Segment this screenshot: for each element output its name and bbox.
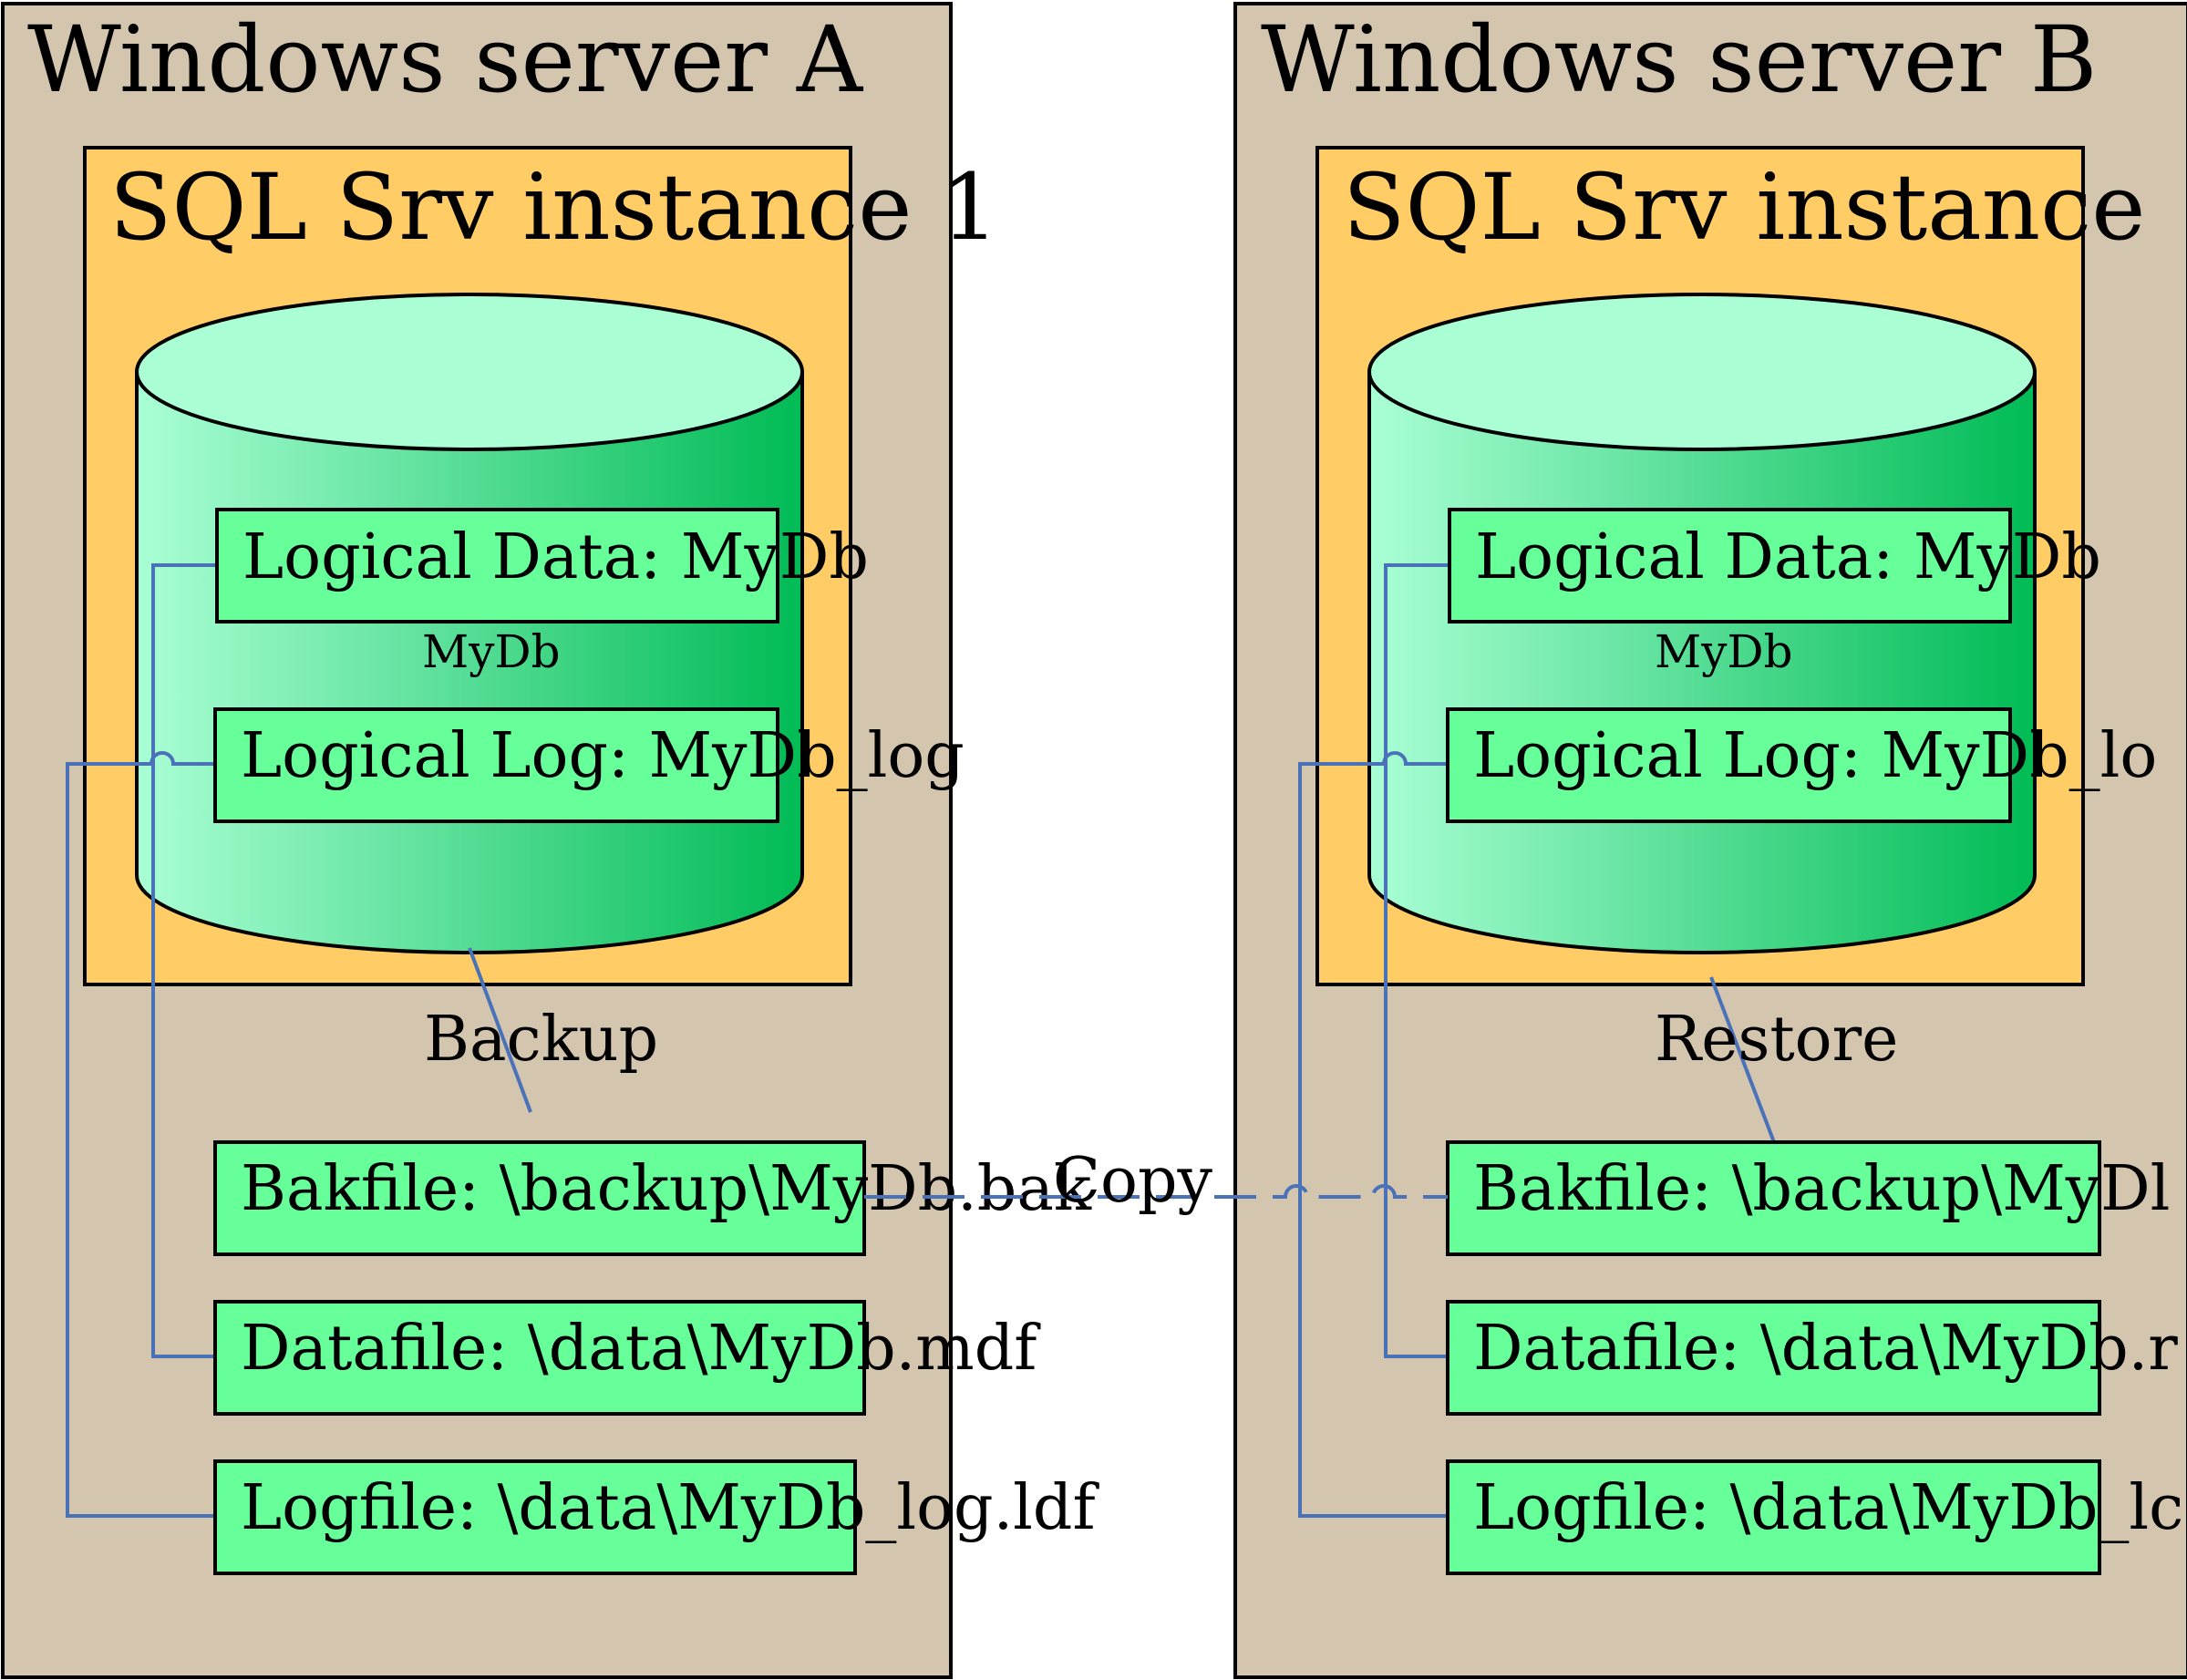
instance-b-title: SQL Srv instance: [1343, 154, 2145, 261]
logfile-b-label: Logfile: \data\MyDb_lc: [1473, 1472, 2183, 1544]
bakfile-b-label: Bakfile: \backup\MyDl: [1473, 1153, 2170, 1225]
datafile-a-label: Datafile: \data\MyDb.mdf: [241, 1313, 1041, 1385]
cylinder-a-top: [135, 293, 804, 451]
server-b-title: Windows server B: [1261, 6, 2097, 113]
logfile-a-box: [213, 1459, 857, 1575]
copy-label: Copy: [1053, 1145, 1212, 1217]
logfile-a-label: Logfile: \data\MyDb_log.ldf: [241, 1472, 1099, 1544]
server-b-panel: Windows server B SQL Srv instance Logica…: [1233, 2, 2187, 1679]
connector-a-logical-log-to-logfile: [66, 751, 215, 1518]
logfile-b-box: [1446, 1459, 2101, 1575]
logical-data-b-box: [1448, 508, 2012, 624]
copy-connector: [864, 1184, 1448, 1199]
db-a-label: MyDb: [422, 625, 561, 678]
logical-log-a-label: Logical Log: MyDb_log: [241, 720, 965, 792]
server-a-title: Windows server A: [27, 6, 864, 113]
logical-log-b-box: [1446, 707, 2012, 823]
connector-b-logical-log-to-logfile: [1298, 751, 1448, 1518]
restore-label: Restore: [1655, 1004, 1898, 1076]
connector-b-bakfile-to-db: [1709, 976, 1776, 1143]
bakfile-a-label: Bakfile: \backup\MyDb.bak: [241, 1153, 1092, 1225]
backup-label: Backup: [424, 1004, 658, 1076]
connectors-a: [66, 563, 532, 1518]
datafile-b-label: Datafile: \data\MyDb.r: [1473, 1313, 2178, 1385]
instance-a-title: SQL Srv instance 1: [109, 154, 999, 261]
logical-data-b-label: Logical Data: MyDb: [1475, 521, 2101, 593]
logical-log-a-box: [213, 707, 779, 823]
bakfile-b-box: [1446, 1140, 2101, 1256]
logical-data-a-box: [215, 508, 779, 624]
datafile-a-box: [213, 1300, 866, 1416]
connector-b-logical-data-to-datafile: [1384, 563, 1449, 1358]
connector-a-logical-data-to-datafile: [151, 563, 217, 1358]
connectors-b: [1298, 563, 1776, 1518]
logical-data-a-label: Logical Data: MyDb: [242, 521, 869, 593]
connector-a-db-to-bakfile: [468, 947, 532, 1113]
bakfile-a-box: [213, 1140, 866, 1256]
server-a-panel: Windows server A SQL Srv instance 1 Logi…: [1, 2, 1099, 1679]
db-b-label: MyDb: [1655, 625, 1793, 678]
datafile-b-box: [1446, 1300, 2101, 1416]
copy-dashed-line: [864, 1184, 1448, 1199]
logical-log-b-label: Logical Log: MyDb_lo: [1473, 720, 2157, 792]
cylinder-b-top: [1367, 293, 2037, 451]
